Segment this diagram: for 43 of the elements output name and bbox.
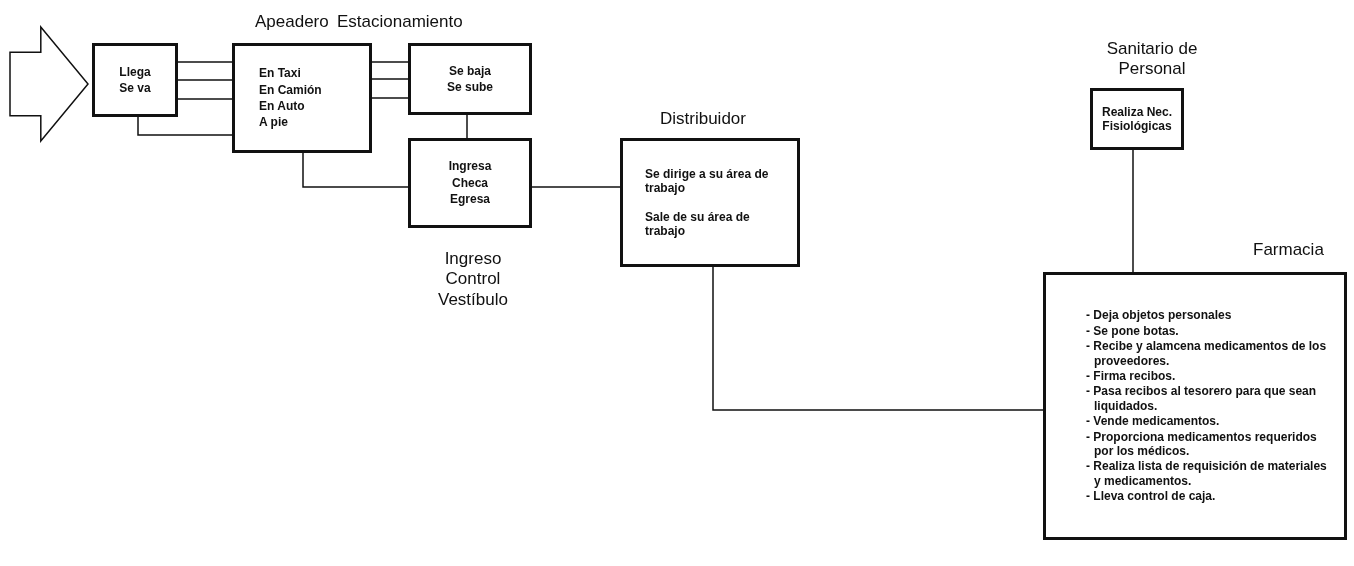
activity-text: A pie bbox=[259, 115, 288, 130]
activity-text: - Firma recibos. bbox=[1086, 369, 1176, 384]
area-heading: Apeadero bbox=[255, 12, 329, 33]
activity-text: - Deja objetos personales bbox=[1086, 308, 1232, 323]
block-arrow bbox=[8, 25, 90, 143]
area-heading: Farmacia bbox=[1253, 240, 1324, 261]
connector-line bbox=[712, 266, 1044, 411]
activity-text: - Vende medicamentos. bbox=[1086, 414, 1220, 429]
area-heading: Estacionamiento bbox=[337, 12, 463, 33]
activity-text: Ingresa bbox=[448, 159, 492, 174]
activity-text: Egresa bbox=[450, 192, 490, 207]
activity-text: Se va bbox=[119, 81, 151, 96]
activity-text: Se baja bbox=[449, 63, 491, 78]
activity-text: - Lleva control de caja. bbox=[1086, 489, 1216, 504]
activity-text: Checa bbox=[452, 175, 488, 191]
activity-text: Se dirige a su área de trabajo bbox=[645, 166, 770, 196]
activity-text: - Recibe y alamcena medicamentos de los proveedores. bbox=[1086, 339, 1328, 368]
connector-line bbox=[371, 61, 409, 63]
activity-text: Realiza Nec. Fisiológicas bbox=[1100, 104, 1173, 134]
connector-line bbox=[1132, 149, 1134, 273]
activity-text: - Proporciona medicamentos requeridos por los médicos. bbox=[1086, 429, 1318, 459]
process-box bbox=[92, 43, 178, 117]
connector-line bbox=[371, 78, 409, 80]
area-heading: Distribuidor bbox=[660, 109, 746, 130]
connector-line bbox=[302, 152, 409, 188]
activity-text: - Se pone botas. bbox=[1086, 323, 1179, 339]
activity-text: En Auto bbox=[259, 99, 305, 114]
activity-text: - Pasa recibos al tesorero para que sean liquidados. bbox=[1086, 384, 1318, 414]
connector-line bbox=[371, 97, 409, 99]
connector-line bbox=[137, 116, 233, 136]
activity-text: Se sube bbox=[447, 80, 493, 95]
activity-text: Llega bbox=[119, 64, 151, 79]
connector-line bbox=[177, 61, 233, 63]
connector-line bbox=[531, 186, 621, 188]
connector-line bbox=[177, 79, 233, 81]
area-heading: Sanitario de Personal bbox=[1105, 39, 1199, 80]
connector-line bbox=[466, 114, 468, 139]
area-caption: Ingreso Control Vestíbulo bbox=[437, 249, 509, 311]
activity-text: En Taxi bbox=[259, 66, 301, 81]
activity-text: En Camión bbox=[259, 82, 322, 97]
activity-text: - Realiza lista de requisición de materiales y medicamentos. bbox=[1086, 459, 1328, 489]
activity-text: Sale de su área de trabajo bbox=[645, 209, 751, 239]
connector-line bbox=[177, 98, 233, 100]
